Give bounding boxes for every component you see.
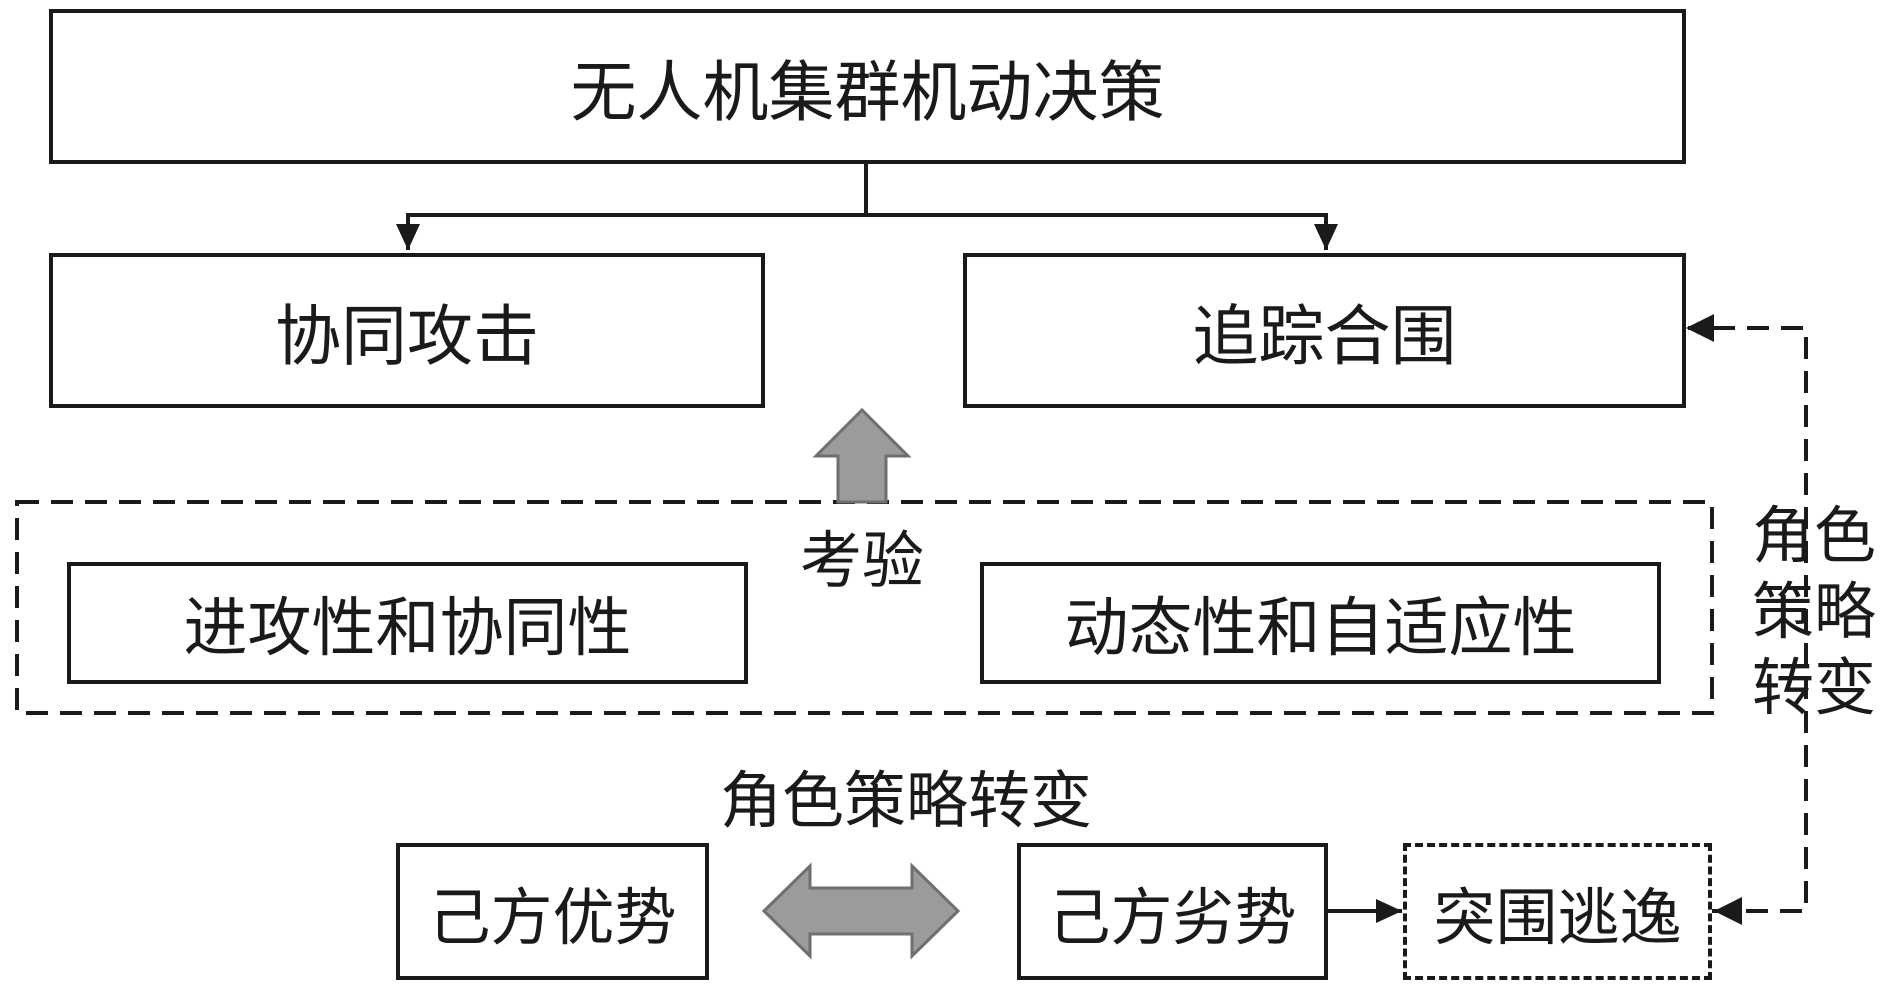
- coop-attack-node: 协同攻击: [49, 253, 765, 408]
- dynamic-adapt-label: 动态性和自适应性: [1064, 592, 1577, 666]
- role-switch-horizontal-label: 角色策略转变: [720, 764, 1093, 837]
- role-switch-vertical-line-2: 策略: [1751, 575, 1876, 648]
- pursuit-encircle-label: 追踪合围: [1192, 297, 1457, 375]
- coop-attack-label: 协同攻击: [275, 297, 539, 375]
- role-switch-vertical-line-1: 角色: [1751, 499, 1876, 572]
- test-up-block-arrow: [812, 407, 912, 504]
- own-disadvantage-node: 己方劣势: [1017, 843, 1328, 980]
- role-switch-vertical-line-3: 转变: [1751, 651, 1876, 724]
- offense-coop-label: 进攻性和协同性: [183, 592, 632, 666]
- breakout-escape-label: 突围逃逸: [1433, 880, 1682, 954]
- root-node: 无人机集群机动决策: [49, 9, 1686, 164]
- role-switch-double-arrow: [761, 862, 961, 960]
- pursuit-encircle-node: 追踪合围: [963, 253, 1686, 408]
- offense-coop-node: 进攻性和协同性: [67, 562, 748, 684]
- test-label: 考验: [800, 524, 925, 597]
- own-disadvantage-label: 己方劣势: [1048, 880, 1297, 954]
- root-node-label: 无人机集群机动决策: [570, 53, 1165, 131]
- escape-dashed-arrowhead: [1714, 897, 1742, 925]
- pursuit-dashed-arrowhead: [1686, 314, 1714, 342]
- dashed-feedback-loop: [1688, 326, 1808, 913]
- role-switch-vertical-label: 角色 策略 转变: [1750, 505, 1878, 719]
- dynamic-adapt-node: 动态性和自适应性: [980, 562, 1661, 684]
- own-advantage-node: 己方优势: [396, 843, 709, 980]
- breakout-escape-node: 突围逃逸: [1403, 843, 1712, 980]
- test-group-frame: [15, 500, 1714, 715]
- own-advantage-label: 己方优势: [428, 880, 677, 954]
